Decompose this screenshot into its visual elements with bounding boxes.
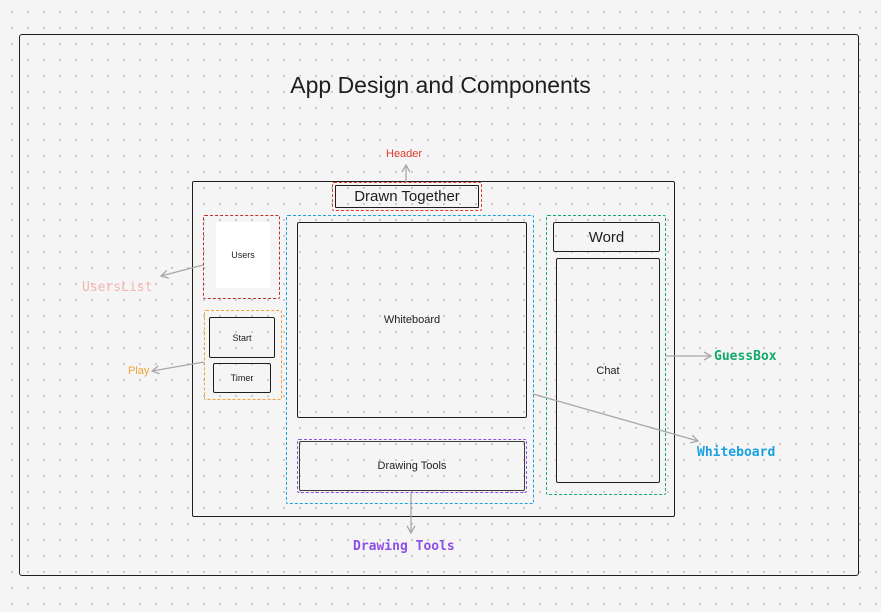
header-label: Drawn Together: [354, 188, 460, 205]
play-region: [204, 310, 282, 400]
chat-box[interactable]: Chat: [556, 258, 660, 483]
whiteboard-region: [286, 215, 534, 504]
users-list-annotation: UsersList: [82, 280, 153, 295]
users-list-arrow: [159, 264, 204, 279]
whiteboard-canvas[interactable]: Whiteboard: [297, 222, 527, 418]
users-label: Users: [231, 250, 255, 260]
play-arrow: [150, 361, 205, 375]
word-box: Word: [553, 222, 660, 252]
whiteboard-annotation: Whiteboard: [697, 445, 776, 460]
guess-box-region: [546, 215, 666, 495]
play-annotation: Play: [128, 365, 150, 377]
drawing-tools-box: Drawing Tools: [299, 441, 525, 491]
whiteboard-label: Whiteboard: [383, 314, 441, 326]
start-button[interactable]: Start: [209, 317, 275, 358]
header-annotation: Header: [386, 148, 423, 160]
header-region: [332, 182, 482, 211]
chat-label: Chat: [596, 364, 620, 377]
drawing-tools-annotation: Drawing Tools: [353, 539, 455, 554]
timer-label: Timer: [230, 373, 254, 383]
whiteboard-arrow: [532, 393, 700, 444]
users-panel: Users: [216, 222, 270, 288]
header-box: Drawn Together: [335, 185, 479, 208]
word-label: Word: [588, 228, 625, 246]
drawing-tools-label: Drawing Tools: [377, 460, 447, 472]
guess-box-annotation: GuessBox: [714, 349, 777, 364]
app-container: [192, 181, 675, 517]
diagram-title: App Design and Components: [290, 72, 591, 98]
canvas-frame: [19, 34, 859, 576]
timer-box: Timer: [213, 363, 271, 393]
drawing-tools-region: [297, 439, 527, 493]
start-label: Start: [232, 332, 252, 343]
users-list-region: [203, 215, 280, 299]
